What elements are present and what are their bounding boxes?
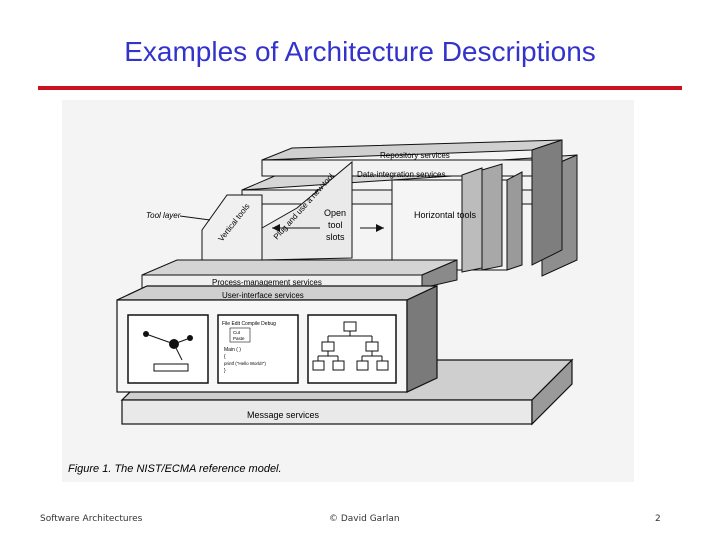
footer-copyright: © David Garlan	[329, 514, 400, 524]
open-slots-label-3: slots	[326, 232, 345, 242]
slide-title: Examples of Architecture Descriptions	[0, 36, 720, 68]
window-code-line-1: Main ( )	[224, 347, 241, 353]
reference-model-figure: Message services Repository services Dat…	[62, 100, 634, 482]
footer-course: Software Architectures	[40, 514, 142, 524]
data-integration-label: Data-integration services	[357, 170, 445, 179]
reference-model-diagram: Message services Repository services Dat…	[62, 100, 634, 482]
window-menu-cut: Cut	[233, 330, 241, 335]
user-interface-label: User-interface services	[222, 291, 304, 300]
horizontal-tools-label: Horizontal tools	[414, 210, 477, 220]
open-slots-label-2: tool	[328, 220, 343, 230]
message-slab-front	[122, 400, 532, 424]
title-divider	[38, 86, 682, 90]
page-number: 2	[655, 514, 661, 524]
window-code-line-3: printf ("Hello World!")	[224, 361, 266, 366]
window-menu: File Edit Compile Debug	[222, 321, 276, 327]
tool-layer-label: Tool layer	[146, 211, 181, 220]
message-services-label: Message services	[247, 410, 320, 420]
repository-services-label: Repository services	[380, 151, 450, 160]
window-menu-paste: Paste	[233, 336, 245, 341]
figure-caption: Figure 1. The NIST/ECMA reference model.	[68, 463, 282, 475]
open-slots-label-1: Open	[324, 208, 346, 218]
